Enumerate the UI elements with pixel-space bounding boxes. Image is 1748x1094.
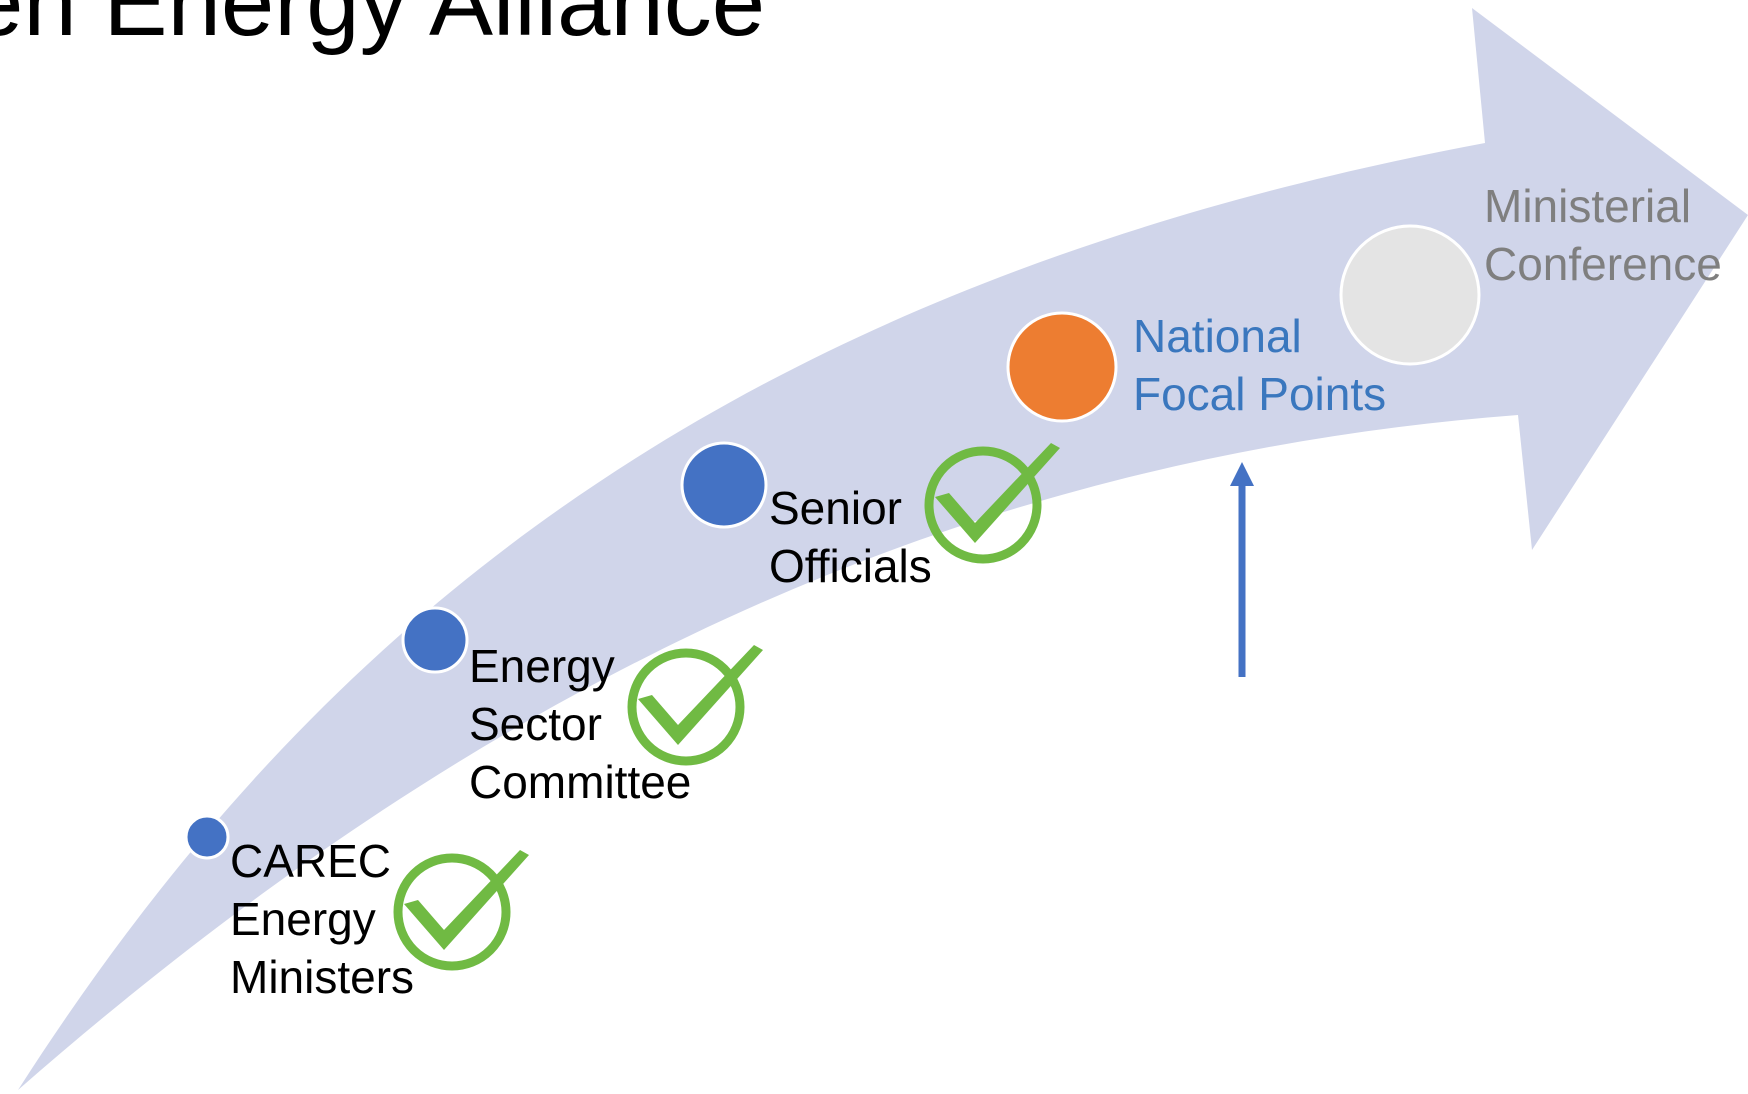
stage-label-line: Focal Points xyxy=(1133,368,1387,420)
stage-node-carec-energy-ministers xyxy=(184,814,230,860)
stage-label-line: Officials xyxy=(769,540,932,592)
stage-node-ministerial-conference xyxy=(1339,224,1481,366)
page-title: en Energy Alliance xyxy=(0,0,766,56)
stage-label-line: Ministers xyxy=(230,951,415,1003)
up-arrow-icon xyxy=(1230,462,1254,677)
stage-label-energy-sector-committee: Energy Sector Committee xyxy=(469,637,691,811)
stage-label-senior-officials: Senior Officials xyxy=(769,479,932,595)
stage-label-ministerial-conference: Ministerial Conference xyxy=(1484,177,1722,293)
stage-node-senior-officials xyxy=(680,441,768,529)
stage-label-line: Energy xyxy=(230,893,376,945)
check-circle-icon xyxy=(393,850,529,971)
stage-label-national-focal-points: National Focal Points xyxy=(1133,307,1386,423)
check-circle-icon xyxy=(627,645,763,766)
stage-label-line: Energy xyxy=(469,640,615,692)
stage-label-line: CAREC xyxy=(230,835,392,887)
stage-label-line: National xyxy=(1133,310,1302,362)
stage-label-line: Conference xyxy=(1484,238,1722,290)
stage-label-line: Sector xyxy=(469,698,602,750)
stage-label-line: Senior xyxy=(769,482,902,534)
stage-label-line: Ministerial xyxy=(1484,180,1692,232)
progress-arrow-shape xyxy=(18,8,1748,1090)
stage-node-national-focal-points xyxy=(1006,311,1118,423)
check-circle-icon xyxy=(924,443,1060,564)
stage-label-carec-energy-ministers: CAREC Energy Ministers xyxy=(230,832,414,1006)
stage-label-line: Committee xyxy=(469,756,692,808)
stage-node-energy-sector-committee xyxy=(401,606,469,674)
